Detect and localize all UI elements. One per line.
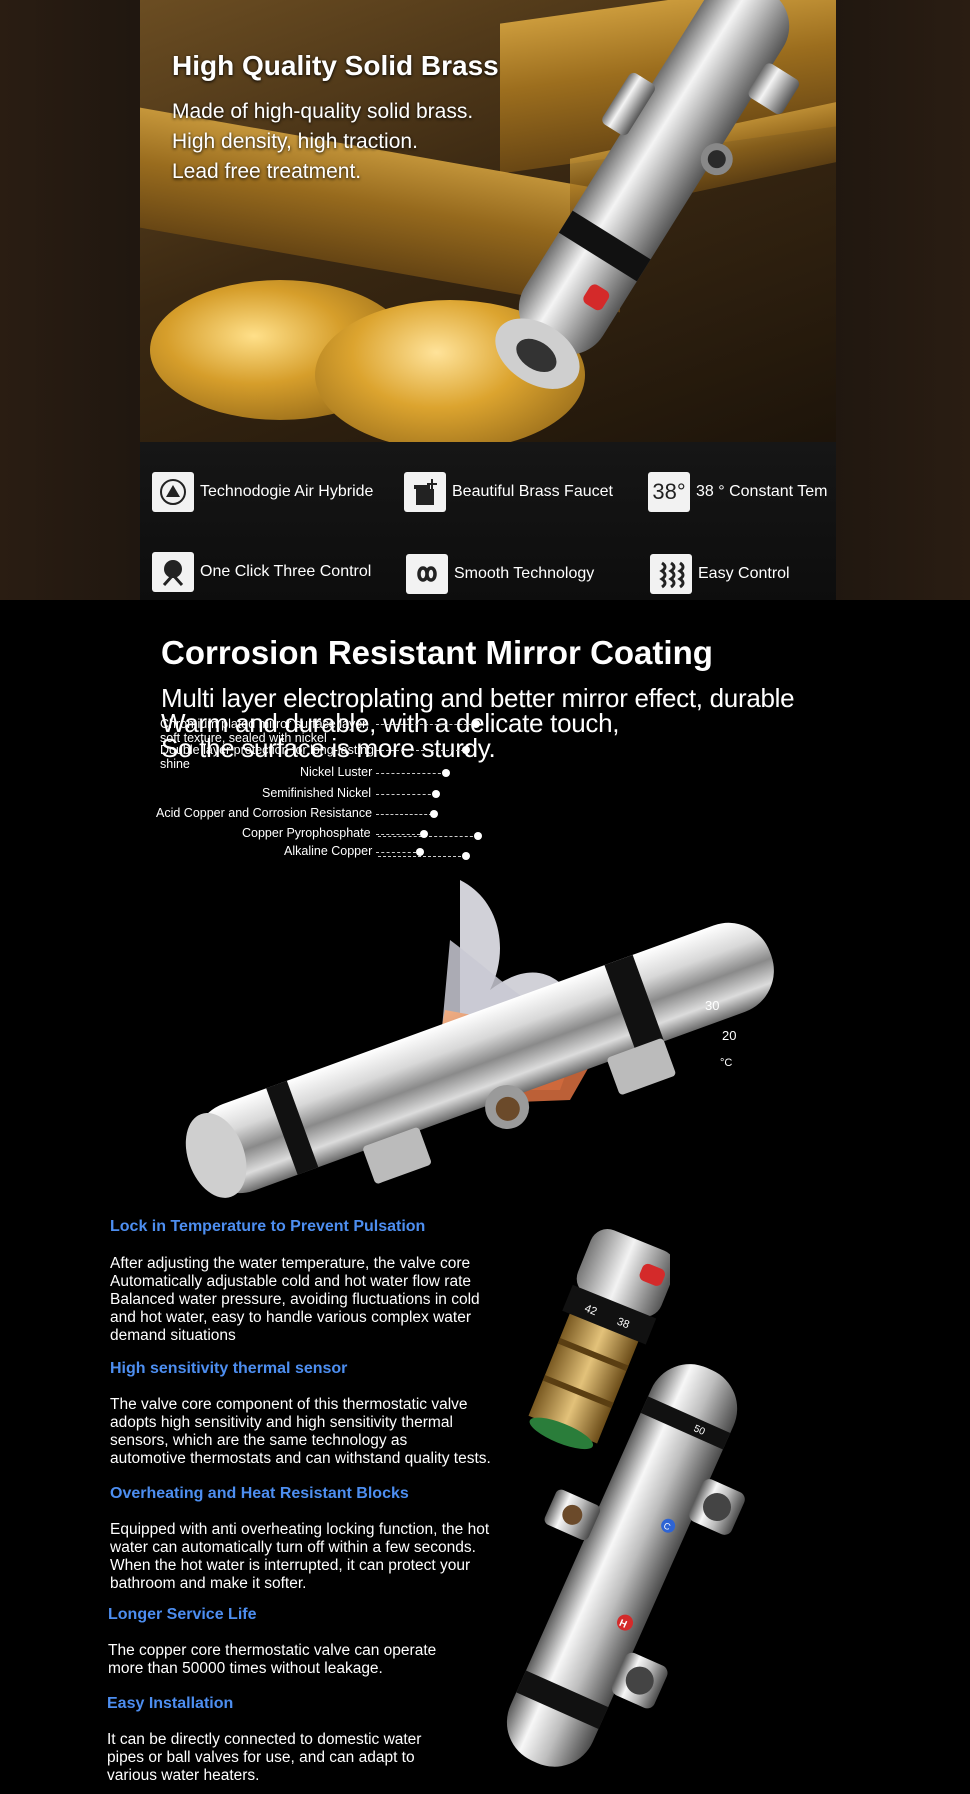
cartridge-mark: 42 [583,1303,599,1319]
brass-line: Lead free treatment. [172,160,362,183]
layer-leader [376,724,472,725]
feature-label: Beautiful Brass Faucet [452,483,613,500]
temperature-38-icon: 38° [648,472,690,512]
benefit-title: Longer Service Life [108,1606,257,1623]
top-dial-mark: 50 [692,1423,707,1438]
layer-dot [462,852,470,860]
coated-valve-image: 30 20 °C [185,880,774,1198]
coating-line: So the surface is more sturdy. [161,733,496,763]
feature-label: One Click Three Control [200,563,372,580]
benefit-line: pipes or ball valves for use, and can ad… [107,1749,415,1766]
benefit-line: bathroom and make it softer. [110,1575,307,1592]
benefit-line: adopts high sensitivity and high sensiti… [110,1414,453,1431]
wave-icon [650,554,692,594]
cold-mark: C [662,1520,672,1532]
layer-dot [442,769,450,777]
feature-label: Technodogie Air Hybride [200,483,374,500]
benefit-line: more than 50000 times without leakage. [108,1660,383,1677]
feature-item: Smooth Technology [406,554,594,594]
benefit-line: water can automatically turn off within … [110,1539,476,1556]
dial-mark: 20 [722,1028,736,1043]
feature-item: 38° 38 ° Constant Tem [648,472,828,512]
layer-dot [416,848,424,856]
layer-label: Copper Pyrophosphate [242,826,371,840]
upright-valve-image: H C 50 [506,1364,745,1767]
feature-item: One Click Three Control [152,552,371,592]
benefit-line: Automatically adjustable cold and hot wa… [110,1273,472,1290]
benefit-title: Overheating and Heat Resistant Blocks [110,1485,409,1502]
hot-mark: H [617,1618,628,1631]
feature-label: 38 ° Constant Tem [696,483,828,500]
dial-mark: °C [720,1057,732,1069]
layer-label: Nickel Luster [300,765,373,779]
feature-grid: Technodogie Air Hybride Beautiful Brass … [140,442,836,600]
dial-mark: 30 [705,998,719,1013]
brass-title: High Quality Solid Brass [172,50,499,81]
benefit-line: Balanced water pressure, avoiding fluctu… [110,1291,480,1308]
faucet-icon [404,472,446,512]
benefit-line: The valve core component of this thermos… [110,1396,468,1413]
benefit-line: sensors, which are the same technology a… [110,1432,408,1449]
layer-label: Semifinished Nickel [262,786,372,800]
benefit-line: automotive thermostats and can withstand… [110,1450,491,1467]
benefit-line: When the hot water is interrupted, it ca… [110,1557,471,1574]
coating-title: Corrosion Resistant Mirror Coating [161,634,713,671]
layer-leader [376,794,436,795]
brass-line: High density, high traction. [172,130,418,153]
feature-item: Beautiful Brass Faucet [404,472,613,512]
benefit-line: various water heaters. [107,1767,260,1784]
brass-hero-image: High Quality Solid Brass Made of high-qu… [140,0,836,442]
layer-leader [378,856,466,857]
layer-label: Double layer protection for long-lasting… [160,743,375,771]
benefit-line: Equipped with anti overheating locking f… [110,1521,490,1538]
layer-label: Acid Copper and Corrosion Resistance [156,806,373,820]
layer-leader [376,852,416,853]
layer-leader [376,814,432,815]
brass-section: High Quality Solid Brass Made of high-qu… [0,0,970,600]
layer-dot [432,790,440,798]
benefit-line: and hot water, easy to handle various co… [110,1309,472,1326]
coating-line: Multi layer electroplating and better mi… [161,683,795,713]
benefit-title: Lock in Temperature to Prevent Pulsation [110,1218,426,1235]
benefit-line: demand situations [110,1327,236,1344]
brass-line: Made of high-quality solid brass. [172,100,474,123]
coating-section: Corrosion Resistant Mirror Coating Multi… [0,600,970,1200]
layer-leader [376,773,446,774]
coating-line: Warm and durable, with a delicate touch, [161,708,620,738]
feature-item: Easy Control [650,554,790,594]
layer-dot [462,746,470,754]
feature-label: Smooth Technology [454,565,595,582]
valve-image [495,0,800,389]
feature-item: Technodogie Air Hybride [152,472,373,512]
layer-label: Alkaline Copper [284,844,373,858]
control-knob-icon [152,552,194,592]
benefit-line: It can be directly connected to domestic… [107,1731,422,1748]
layer-label: Chromium plated mirror surface layer, so… [160,717,370,745]
layer-dot [430,810,438,818]
feature-label: Easy Control [698,565,790,582]
benefit-title: Easy Installation [107,1695,234,1712]
infinity-icon [406,554,448,594]
layer-dot [420,830,428,838]
cartridge-image: 42 38 [528,1229,670,1450]
benefit-title: High sensitivity thermal sensor [110,1360,348,1377]
air-hybrid-icon [152,472,194,512]
temperature-icon-text: 38° [652,479,686,504]
layer-leader [376,750,464,751]
layer-leader [376,834,420,835]
benefit-line: The copper core thermostatic valve can o… [108,1642,437,1659]
benefit-line: After adjusting the water temperature, t… [110,1255,471,1272]
cartridge-mark: 38 [615,1316,631,1332]
layer-dot [474,832,482,840]
benefits-section: 42 38 H C 50 Lock in Te [0,1200,970,1794]
layer-leader [378,836,478,837]
layer-dot [472,720,480,728]
